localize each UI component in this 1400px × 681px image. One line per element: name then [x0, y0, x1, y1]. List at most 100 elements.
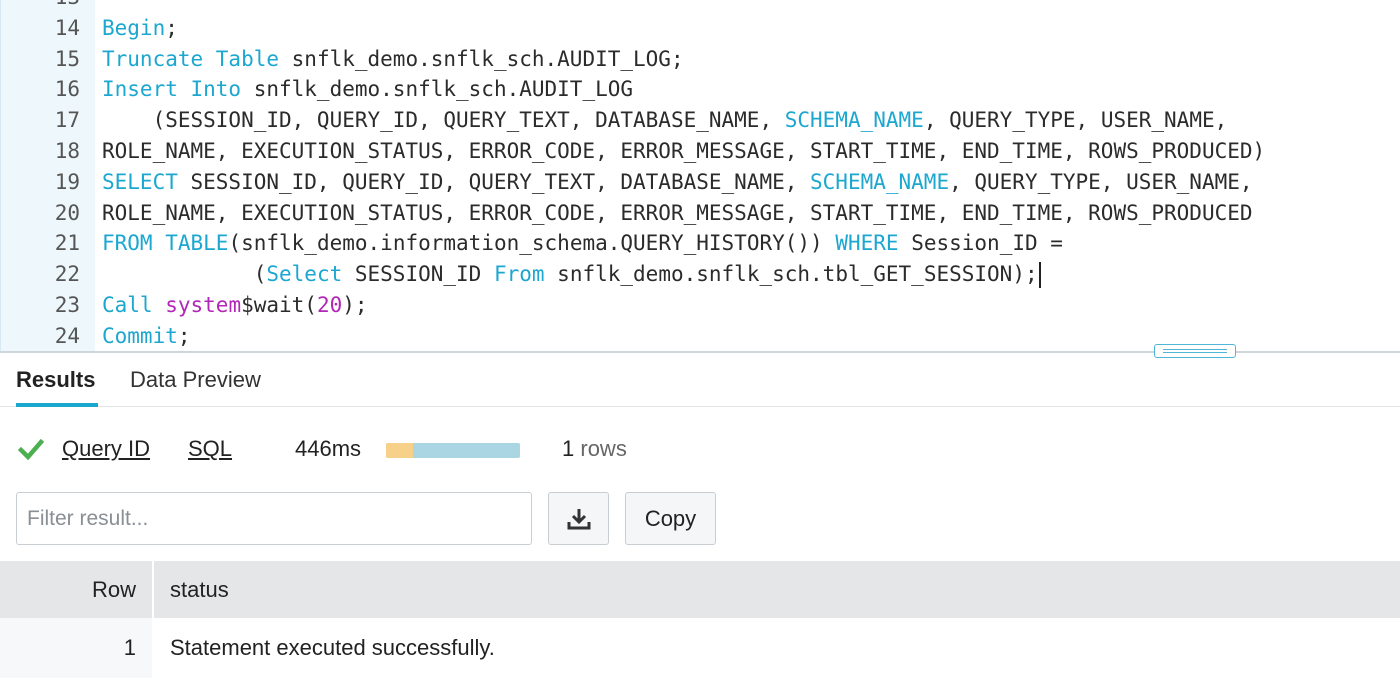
filter-result-input[interactable]: [16, 492, 532, 545]
code-token: ROLE_NAME, EXECUTION_STATUS, ERROR_CODE,…: [102, 200, 1253, 225]
line-code: FROM TABLE(snflk_demo.information_schema…: [102, 228, 1063, 259]
rows-count-unit: rows: [580, 436, 627, 461]
text-cursor: [1038, 262, 1041, 289]
tab-data-preview[interactable]: Data Preview: [130, 367, 261, 392]
code-line[interactable]: 23 Call system$wait(20);: [0, 290, 1400, 321]
line-number: 24: [54, 323, 80, 348]
status-cell[interactable]: Statement executed successfully.: [154, 618, 1400, 678]
line-number: 23: [54, 292, 80, 317]
query-duration: 446ms: [295, 436, 362, 461]
download-icon: [567, 509, 591, 530]
column-separator[interactable]: [152, 561, 154, 618]
code-token: SESSION_ID: [342, 262, 494, 287]
line-number: 16: [54, 77, 80, 102]
code-token: (SESSION_ID, QUERY_ID, QUERY_TEXT, DATAB…: [102, 108, 785, 133]
query-status-row: Query ID SQL 446ms 1 rows: [0, 430, 1400, 470]
sql-link[interactable]: SQL: [188, 436, 233, 461]
pane-splitter[interactable]: [0, 351, 1400, 353]
code-token: SELECT: [102, 169, 178, 194]
compile-time-segment: [386, 443, 413, 458]
code-token: ;: [165, 15, 178, 40]
query-id-link[interactable]: Query ID: [62, 436, 151, 461]
code-line[interactable]: 15 Truncate Table snflk_demo.snflk_sch.AU…: [0, 44, 1400, 75]
column-header-status[interactable]: status: [154, 561, 1400, 618]
code-token: [153, 231, 166, 255]
row-number-cell: 1: [0, 618, 152, 678]
line-number: 17: [54, 108, 80, 133]
line-number: 18: [54, 138, 80, 163]
code-token: Insert Into: [102, 77, 242, 102]
code-token: snflk_demo.snflk_sch.AUDIT_LOG: [241, 77, 634, 102]
rows-count-value: 1: [562, 436, 575, 461]
code-token: );: [342, 292, 368, 317]
code-token: SCHEMA_NAME: [784, 108, 924, 133]
code-line[interactable]: 16 Insert Into snflk_demo.snflk_sch.AUDIT…: [0, 74, 1400, 105]
line-number-gutter: [0, 0, 95, 352]
code-line[interactable]: 21 FROM TABLE(snflk_demo.information_sche…: [0, 228, 1400, 259]
code-token: TABLE: [165, 231, 229, 256]
active-tab-indicator: [16, 403, 98, 407]
code-token: (: [102, 262, 267, 287]
code-token: 20: [316, 292, 343, 317]
code-token: SESSION_ID, QUERY_ID, QUERY_TEXT, DATABA…: [177, 169, 811, 194]
code-token: WHERE: [835, 231, 899, 256]
code-token: Truncate Table: [102, 46, 280, 71]
code-token: system: [165, 292, 242, 317]
execution-progress-bar: [386, 443, 520, 458]
results-tabs: Results Data Preview: [0, 353, 1400, 407]
code-token: From: [493, 262, 545, 287]
copy-button[interactable]: Copy: [625, 492, 716, 545]
line-number: 20: [54, 200, 80, 225]
code-token: $wait(: [241, 292, 317, 317]
line-code: (SESSION_ID, QUERY_ID, QUERY_TEXT, DATAB…: [102, 105, 1228, 136]
code-line[interactable]: 22 (Select SESSION_ID From snflk_demo.sn…: [0, 259, 1400, 290]
line-code: ROLE_NAME, EXECUTION_STATUS, ERROR_CODE,…: [102, 136, 1265, 167]
line-code: SELECT SESSION_ID, QUERY_ID, QUERY_TEXT,…: [102, 167, 1253, 198]
code-token: Begin: [102, 15, 166, 40]
code-token: snflk_demo.snflk_sch.tbl_GET_SESSION);: [544, 262, 1038, 287]
line-number: 22: [54, 262, 80, 287]
line-number: 15: [54, 46, 80, 71]
code-line[interactable]: 13: [0, 0, 1400, 13]
code-line[interactable]: 14 Begin;: [0, 13, 1400, 44]
line-number: 14: [54, 15, 80, 40]
code-token: , QUERY_TYPE, USER_NAME,: [923, 108, 1228, 133]
code-token: Call: [102, 292, 153, 317]
line-number: 21: [54, 231, 80, 256]
sql-editor[interactable]: 13 14 Begin; 15 Truncate Table snflk_demo.sn…: [0, 0, 1400, 352]
line-code: Commit;: [102, 321, 191, 352]
code-lines[interactable]: 13 14 Begin; 15 Truncate Table snflk_demo.sn…: [0, 0, 1400, 352]
code-token: ROLE_NAME, EXECUTION_STATUS, ERROR_CODE,…: [102, 138, 1266, 163]
code-line[interactable]: 17 (SESSION_ID, QUERY_ID, QUERY_TEXT, DA…: [0, 105, 1400, 136]
code-token: (snflk_demo.information_schema.QUERY_HIS…: [228, 231, 836, 256]
table-row[interactable]: 1 Statement executed successfully.: [0, 618, 1400, 678]
code-token: [153, 293, 166, 317]
column-header-row[interactable]: Row: [0, 561, 152, 618]
code-token: Select: [266, 262, 343, 287]
success-check-icon: [18, 438, 44, 461]
code-token: FROM: [102, 231, 153, 256]
line-code: Truncate Table snflk_demo.snflk_sch.AUDI…: [102, 44, 684, 75]
line-code: Call system$wait(20);: [102, 290, 368, 321]
line-number: 19: [54, 169, 80, 194]
code-token: snflk_demo.snflk_sch.AUDIT_LOG;: [279, 46, 684, 71]
line-code: (Select SESSION_ID From snflk_demo.snflk…: [102, 259, 1041, 290]
download-button[interactable]: [548, 492, 609, 545]
column-separator: [152, 618, 154, 678]
line-number: 13: [0, 0, 80, 13]
code-token: Commit: [102, 323, 178, 348]
line-code: Insert Into snflk_demo.snflk_sch.AUDIT_L…: [102, 74, 633, 105]
code-line[interactable]: 24 Commit;: [0, 321, 1400, 352]
code-line[interactable]: 18 ROLE_NAME, EXECUTION_STATUS, ERROR_COD…: [0, 136, 1400, 167]
results-table: Row status 1 Statement executed successf…: [0, 561, 1400, 678]
tab-results[interactable]: Results: [16, 367, 96, 392]
code-line[interactable]: 19 SELECT SESSION_ID, QUERY_ID, QUERY_TEX…: [0, 167, 1400, 198]
table-header-row: Row status: [0, 561, 1400, 618]
rows-count: 1 rows: [562, 436, 627, 462]
code-token: , QUERY_TYPE, USER_NAME,: [949, 169, 1253, 194]
line-code: Begin;: [102, 13, 178, 44]
splitter-handle[interactable]: [1154, 344, 1236, 358]
code-token: ;: [177, 323, 191, 348]
code-line[interactable]: 20 ROLE_NAME, EXECUTION_STATUS, ERROR_COD…: [0, 198, 1400, 229]
